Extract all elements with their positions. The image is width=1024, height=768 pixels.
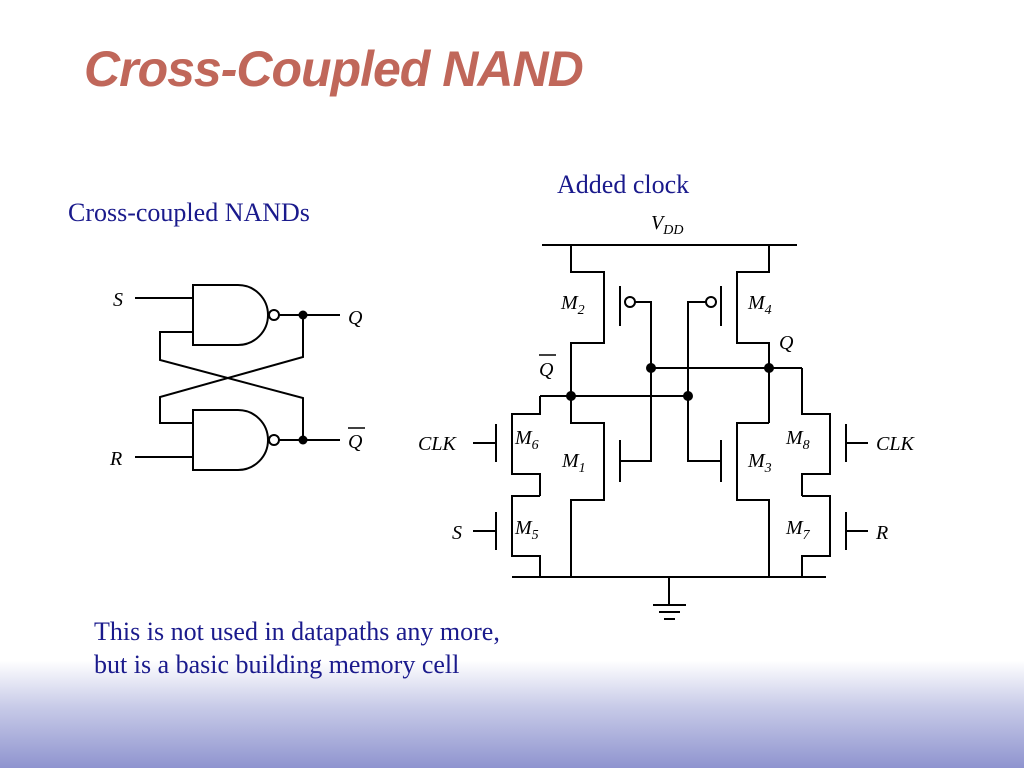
transistor-m7 (801, 495, 868, 577)
transistor-m6 (473, 396, 541, 496)
label-m7: M7 (785, 517, 811, 543)
transistor-m1 (570, 368, 652, 577)
wire-cross-qbar-to-top (159, 331, 304, 440)
label-m4: M4 (747, 292, 772, 318)
label-m6: M6 (514, 427, 539, 453)
transistor-diagram: VDD M2 M4 M1 M3 M6 M5 M8 M7 Q Q CLK CLK … (418, 212, 915, 620)
transistor-m8 (801, 368, 868, 496)
footnote-line-1: This is not used in datapaths any more, (94, 617, 500, 646)
transistor-m2 (570, 245, 652, 368)
transistor-m3 (687, 396, 770, 577)
nand-top-bubble (268, 309, 280, 321)
label-m8: M8 (785, 427, 810, 453)
transistor-m4 (687, 245, 770, 396)
label-m3: M3 (747, 450, 772, 476)
slide-title: Cross-Coupled NAND (84, 41, 584, 97)
node-q-drain (764, 363, 774, 373)
label-s-input: S (452, 522, 462, 544)
nand-bottom-bubble (268, 434, 280, 446)
nand-gate-diagram: S R Q Q (109, 284, 365, 471)
label-r: R (109, 448, 122, 470)
transistor-m5 (473, 495, 541, 577)
label-clk-left: CLK (418, 433, 457, 455)
left-caption: Cross-coupled NANDs (68, 198, 310, 227)
right-caption: Added clock (557, 170, 690, 199)
label-q: Q (348, 307, 363, 329)
label-s: S (113, 289, 123, 311)
label-vdd: VDD (651, 212, 683, 238)
label-m1: M1 (561, 450, 586, 476)
label-m5: M5 (514, 517, 539, 543)
label-q-node: Q (779, 332, 794, 354)
nand-gate-bottom (192, 409, 269, 471)
label-r-input: R (875, 522, 888, 544)
label-qbar: Q (348, 431, 363, 453)
footnote-line-2: but is a basic building memory cell (94, 650, 460, 679)
label-qbar-node: Q (539, 359, 554, 381)
wire-cross-q-to-bottom (159, 315, 304, 424)
label-clk-right: CLK (876, 433, 915, 455)
footnote: This is not used in datapaths any more, … (94, 615, 500, 681)
label-m2: M2 (560, 292, 585, 318)
nand-gate-top (192, 284, 269, 346)
